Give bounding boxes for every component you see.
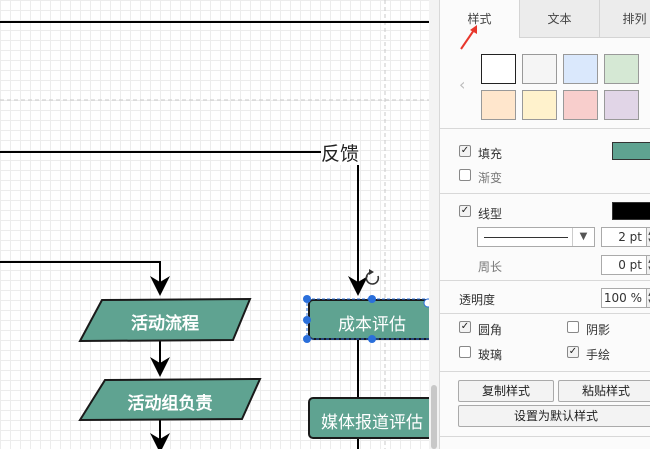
- perimeter-stepper[interactable]: ▲▼: [646, 255, 650, 275]
- set-default-style-button[interactable]: 设置为默认样式: [458, 405, 650, 427]
- paste-style-button[interactable]: 粘贴样式: [558, 380, 650, 402]
- divider: [440, 193, 650, 194]
- connector-to-process[interactable]: [0, 261, 170, 296]
- chevron-left-icon[interactable]: ‹: [459, 75, 466, 94]
- style-swatch[interactable]: [604, 90, 639, 120]
- copy-style-button[interactable]: 复制样式: [458, 380, 554, 402]
- gradient-checkbox[interactable]: [459, 169, 471, 181]
- sketch-checkbox[interactable]: ✓: [567, 346, 579, 358]
- line-pattern-select[interactable]: ▼: [477, 227, 595, 247]
- gradient-label: 渐变: [478, 171, 503, 185]
- line-width-input[interactable]: 2 pt: [601, 227, 647, 247]
- scrollbar-thumb[interactable]: [431, 385, 437, 449]
- divider: [440, 128, 650, 129]
- style-swatch[interactable]: [522, 90, 557, 120]
- line-label: 线型: [478, 207, 503, 221]
- style-swatch[interactable]: [481, 54, 516, 84]
- format-panel: 样式 文本 排列 ‹ ✓ 填充 渐变 ✓ 线型 ▼ 2 pt ▲▼ 周长 0 p…: [439, 0, 650, 449]
- fill-checkbox[interactable]: ✓: [459, 145, 471, 157]
- style-swatch[interactable]: [563, 90, 598, 120]
- tab-style[interactable]: 样式: [440, 0, 520, 38]
- style-swatch[interactable]: [604, 54, 639, 84]
- shape-label: 活动流程: [131, 314, 199, 334]
- fill-label: 填充: [478, 147, 503, 161]
- glass-checkbox[interactable]: [459, 346, 471, 358]
- line-checkbox[interactable]: ✓: [459, 205, 471, 217]
- tab-text[interactable]: 文本: [520, 0, 600, 38]
- shape-media-evaluation[interactable]: [308, 397, 430, 439]
- shadow-checkbox[interactable]: [567, 321, 579, 333]
- shape-label: 媒体报道评估: [321, 413, 423, 433]
- sketch-label: 手绘: [586, 348, 611, 362]
- annotation-arrow-icon: [460, 25, 477, 50]
- glass-label: 玻璃: [478, 348, 503, 362]
- line-color-button[interactable]: [612, 202, 650, 220]
- edge-label-feedback[interactable]: 反馈: [321, 143, 360, 165]
- shape-team-responsible[interactable]: [78, 377, 262, 422]
- fill-color-button[interactable]: [612, 142, 650, 160]
- tab-arrange[interactable]: 排列: [600, 0, 650, 38]
- resize-handle[interactable]: [303, 295, 311, 303]
- diagram-canvas[interactable]: 反馈 活动流程 活动组负责 成本评估 媒体报道评估: [0, 0, 430, 449]
- diagram-svg: [0, 0, 430, 449]
- resize-handle[interactable]: [368, 335, 376, 343]
- perimeter-input[interactable]: 0 pt: [601, 255, 647, 275]
- resize-handle[interactable]: [423, 298, 430, 308]
- divider: [440, 371, 650, 372]
- shape-label: 成本评估: [338, 315, 406, 335]
- divider: [440, 436, 650, 437]
- opacity-label: 透明度: [459, 293, 496, 307]
- shadow-label: 阴影: [586, 323, 611, 337]
- connector-feedback[interactable]: [0, 151, 368, 296]
- resize-handle[interactable]: [303, 316, 311, 324]
- divider: [440, 280, 650, 281]
- line-pattern-preview: [484, 237, 568, 238]
- style-swatch[interactable]: [522, 54, 557, 84]
- opacity-input[interactable]: 100 %: [601, 288, 647, 308]
- chevron-down-icon: ▼: [572, 228, 594, 246]
- shape-activity-process[interactable]: [78, 297, 252, 343]
- rotate-icon[interactable]: [365, 269, 380, 285]
- resize-handle[interactable]: [368, 295, 376, 303]
- line-width-stepper[interactable]: ▲▼: [646, 227, 650, 247]
- canvas-scrollbar[interactable]: [429, 0, 439, 449]
- divider: [440, 313, 650, 314]
- shape-label: 活动组负责: [127, 394, 213, 414]
- rounded-checkbox[interactable]: ✓: [459, 321, 471, 333]
- rounded-label: 圆角: [478, 323, 503, 337]
- opacity-stepper[interactable]: ▲▼: [646, 288, 650, 308]
- perimeter-label: 周长: [478, 260, 503, 274]
- style-swatch[interactable]: [563, 54, 598, 84]
- style-swatch[interactable]: [481, 90, 516, 120]
- panel-tabs: 样式 文本 排列: [440, 0, 650, 38]
- resize-handle[interactable]: [303, 335, 311, 343]
